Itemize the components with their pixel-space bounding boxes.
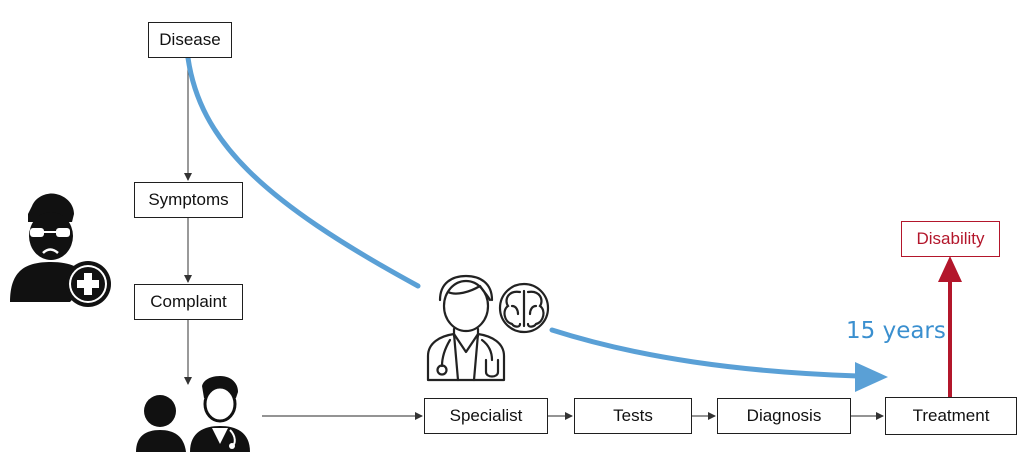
complaint-box: Complaint	[134, 284, 243, 320]
disability-arrowhead	[938, 256, 962, 282]
specialist-box: Specialist	[424, 398, 548, 434]
neurologist-icon	[426, 274, 506, 382]
treatment-box: Treatment	[885, 397, 1017, 435]
symptoms-box: Symptoms	[134, 182, 243, 218]
diagnosis-box: Diagnosis	[717, 398, 851, 434]
disability-box: Disability	[901, 221, 1000, 257]
delay-label: 15 years	[846, 318, 946, 344]
sick-patient-icon	[10, 193, 111, 307]
brain-icon	[498, 282, 550, 334]
tests-box: Tests	[574, 398, 692, 434]
disease-box: Disease	[148, 22, 232, 58]
delay-curve-upper	[185, 55, 421, 289]
delay-curve-lower	[549, 327, 861, 379]
delay-arrowhead	[855, 362, 888, 392]
patient-and-doctor-icon	[136, 376, 250, 452]
